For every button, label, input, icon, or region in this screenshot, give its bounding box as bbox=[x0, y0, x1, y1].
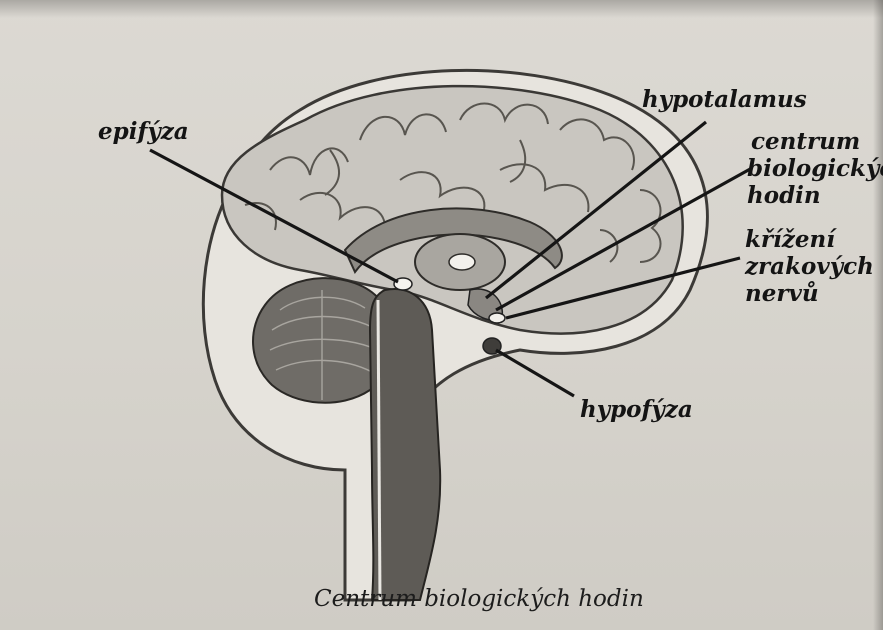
central-canal bbox=[378, 300, 380, 600]
pointer-hypofyza bbox=[496, 350, 574, 396]
label-krizeni-1: křížení bbox=[745, 228, 835, 251]
label-centrum-2: biologických bbox=[747, 157, 883, 180]
label-hypotalamus: hypotalamus bbox=[642, 88, 807, 111]
figure-caption: Centrum biologických hodin bbox=[314, 586, 644, 612]
optic-chiasm bbox=[489, 313, 505, 323]
label-centrum-3: hodin bbox=[747, 184, 821, 207]
label-epifyza: epifýza bbox=[98, 120, 189, 143]
thalamus-core bbox=[449, 254, 475, 270]
label-centrum-1: centrum bbox=[751, 130, 860, 153]
label-krizeni-2: zrakových bbox=[745, 255, 874, 278]
label-krizeni-3: nervů bbox=[745, 282, 819, 305]
label-hypofyza: hypofýza bbox=[580, 398, 693, 421]
